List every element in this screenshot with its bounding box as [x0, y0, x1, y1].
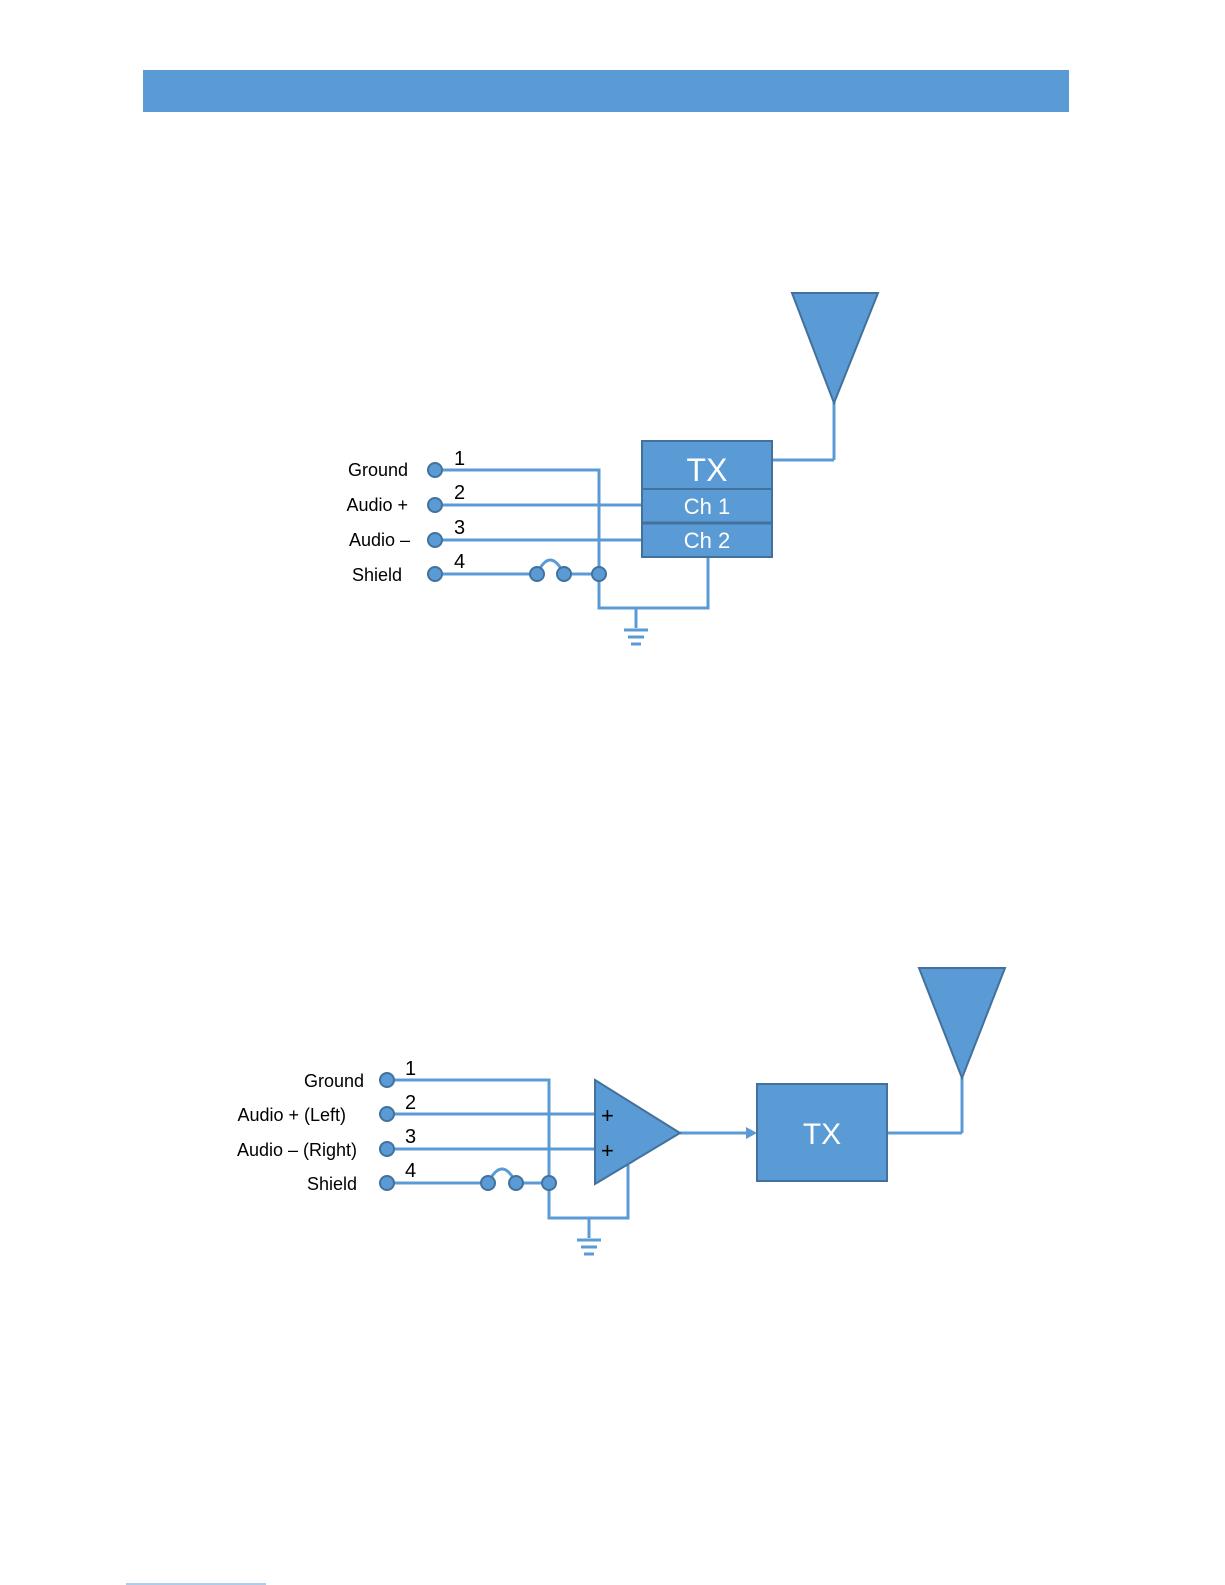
terminal-shield — [428, 567, 442, 581]
arrow-head — [746, 1127, 757, 1139]
junction2-ground — [542, 1176, 556, 1190]
tx-ch2-label: Ch 2 — [684, 528, 730, 553]
pin-number-2: 2 — [454, 482, 465, 504]
terminal2-audio-right — [380, 1142, 394, 1156]
switch2-contact-b — [509, 1176, 523, 1190]
terminal2-shield — [380, 1176, 394, 1190]
ground-symbol-1 — [624, 630, 648, 644]
switch-contact-b — [557, 567, 571, 581]
pin-number-1: 1 — [454, 448, 465, 470]
pin-number-4: 4 — [454, 551, 465, 573]
pin-label-audio-minus: Audio – — [349, 530, 410, 550]
pin2-number-2: 2 — [405, 1092, 416, 1114]
header-band — [143, 70, 1069, 112]
tx-title: TX — [687, 452, 728, 488]
amplifier: + + — [595, 1080, 680, 1184]
antenna-2 — [919, 968, 1005, 1078]
tx-block-2: TX — [757, 1084, 887, 1181]
pin2-label-ground: Ground — [304, 1071, 364, 1091]
terminal-audio-plus — [428, 498, 442, 512]
pin-label-ground: Ground — [348, 460, 408, 480]
antenna-1 — [792, 293, 878, 403]
pin-number-3: 3 — [454, 517, 465, 539]
junction-ground — [592, 567, 606, 581]
tx-block-1: TX Ch 1 Ch 2 — [642, 441, 772, 557]
pin2-label-shield: Shield — [307, 1174, 357, 1194]
ground-symbol-2 — [577, 1240, 601, 1254]
tx2-title: TX — [803, 1118, 841, 1151]
pin2-label-audio-right: Audio – (Right) — [237, 1140, 357, 1160]
switch-contact-a — [530, 567, 544, 581]
pin-label-audio-plus: Audio + — [346, 495, 408, 515]
pin2-number-1: 1 — [405, 1058, 416, 1080]
tx-ch1-label: Ch 1 — [684, 494, 730, 519]
pin2-number-3: 3 — [405, 1126, 416, 1148]
diagram-1 — [435, 400, 834, 628]
switch2-contact-a — [481, 1176, 495, 1190]
terminal-audio-minus — [428, 533, 442, 547]
terminal2-audio-left — [380, 1107, 394, 1121]
terminal-ground — [428, 463, 442, 477]
amp-input-plus-1: + — [601, 1103, 614, 1128]
pin2-label-audio-left: Audio + (Left) — [237, 1105, 346, 1125]
amp-input-plus-2: + — [601, 1138, 614, 1163]
terminal2-ground — [380, 1073, 394, 1087]
pin-label-shield: Shield — [352, 565, 402, 585]
pin2-number-4: 4 — [405, 1160, 416, 1182]
